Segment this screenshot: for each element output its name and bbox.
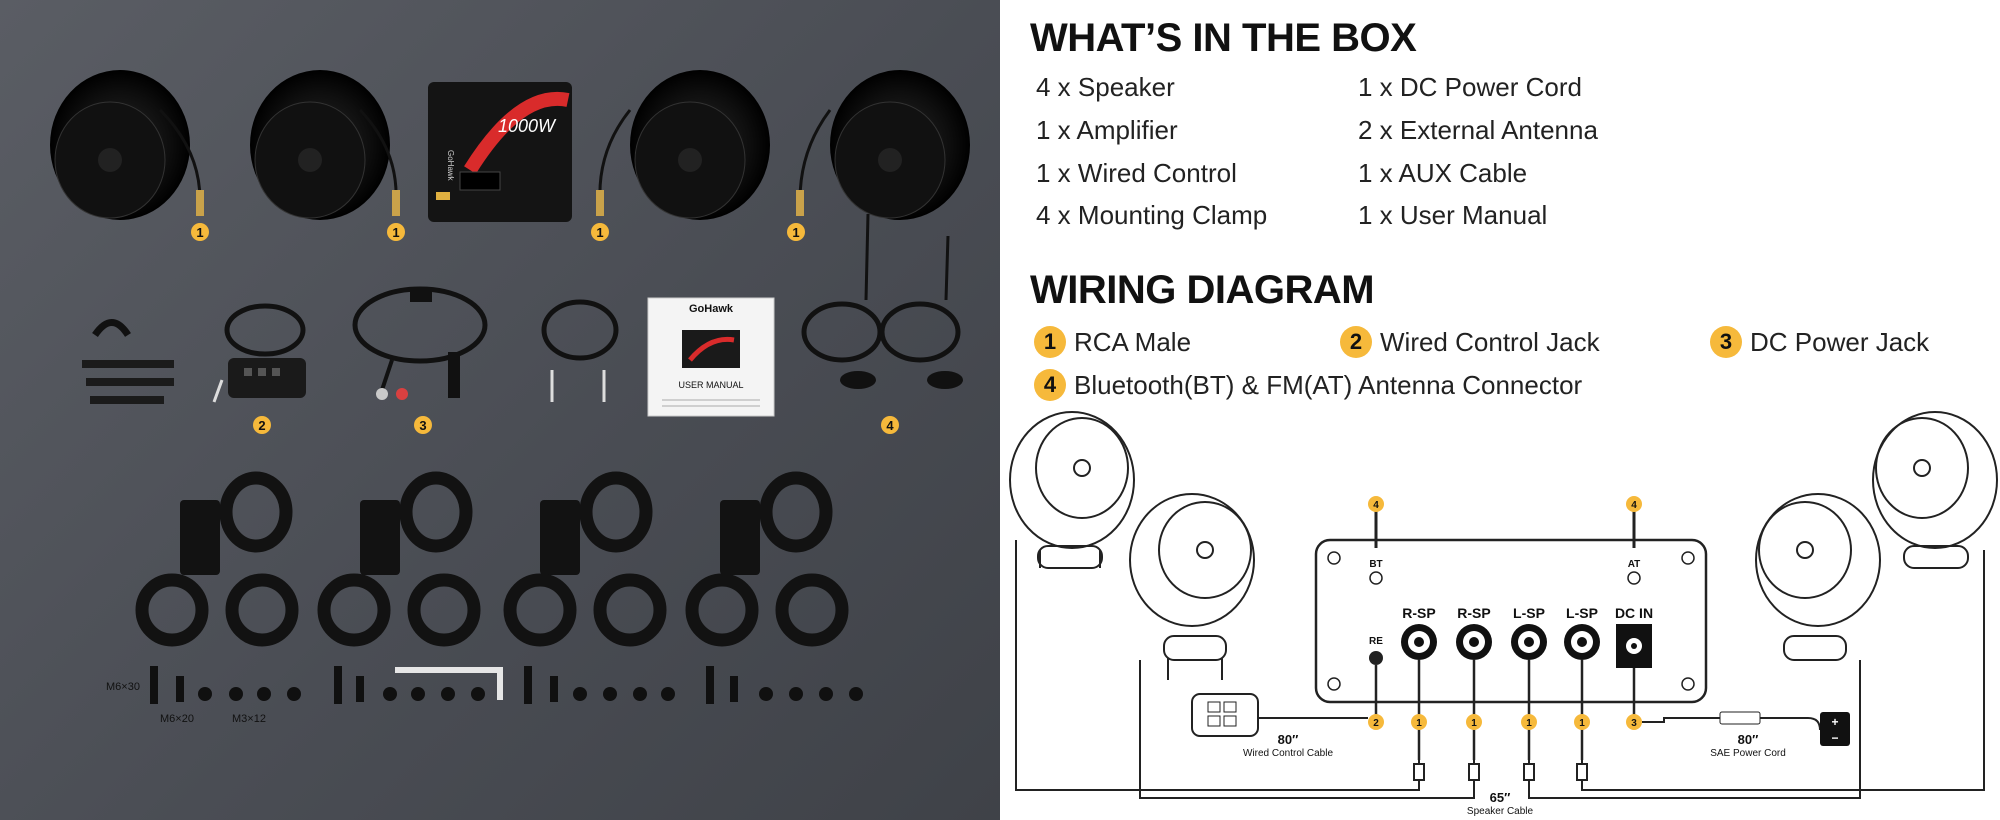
box-item: 1 x AUX Cable bbox=[1358, 158, 1528, 188]
legend-number: 2 bbox=[1340, 326, 1372, 358]
screw-label-m6x20: M6×20 bbox=[160, 713, 194, 725]
port-label: L-SP bbox=[1513, 605, 1545, 621]
diagram-power-cord: + − bbox=[1642, 711, 1850, 746]
diagram-speaker-left-front bbox=[1129, 493, 1255, 680]
box-item: 2 x External Antenna bbox=[1358, 115, 1598, 145]
callout-speaker-4: 1 bbox=[787, 223, 805, 241]
diagram-callout-at: 4 bbox=[1631, 500, 1637, 511]
wiring-diagram: 4 BT 4 AT RE R-SP R-SP L-SP L-SP DC IN bbox=[1009, 411, 1998, 817]
svg-text:1: 1 bbox=[596, 225, 603, 240]
amp-wattage-text: 1000W bbox=[498, 116, 557, 136]
amplifier: 1000W GoHawk bbox=[428, 82, 572, 222]
at-port bbox=[1627, 571, 1641, 585]
box-item: 4 x Mounting Clamp bbox=[1036, 200, 1268, 230]
port-label: R-SP bbox=[1457, 605, 1490, 621]
svg-text:1: 1 bbox=[1471, 718, 1477, 729]
legend-item-wired-control: 2 Wired Control Jack bbox=[1340, 326, 1600, 358]
wiring-title: WIRING DIAGRAM bbox=[1030, 268, 1375, 312]
info-panel: WHAT’S IN THE BOX 4 x Speaker 1 x Amplif… bbox=[1000, 0, 2000, 820]
svg-text:−: − bbox=[1831, 731, 1838, 745]
re-port-label: RE bbox=[1369, 636, 1383, 647]
diagram-speaker-right-back bbox=[1872, 411, 1998, 569]
callout-speaker-2: 1 bbox=[387, 223, 405, 241]
wired-control bbox=[212, 303, 306, 403]
user-manual: GoHawk USER MANUAL bbox=[647, 297, 775, 417]
speaker-cable-name: Speaker Cable bbox=[1467, 806, 1534, 817]
diagram-speaker-right-front bbox=[1755, 493, 1881, 661]
svg-text:3: 3 bbox=[1631, 718, 1637, 729]
speaker-cable-length: 65″ bbox=[1490, 790, 1511, 805]
legend-label: Wired Control Jack bbox=[1380, 326, 1600, 357]
clamp-strap-kit bbox=[82, 319, 174, 404]
svg-text:3: 3 bbox=[419, 418, 426, 433]
speaker-1 bbox=[50, 70, 204, 220]
product-photo-illustration: 1000W GoHawk 1 1 1 1 bbox=[50, 70, 970, 725]
legend-label: DC Power Jack bbox=[1750, 326, 1930, 357]
speaker-2 bbox=[250, 70, 400, 220]
product-photo: 1000W GoHawk 1 1 1 1 bbox=[0, 0, 1000, 820]
legend-item-rca: 1 RCA Male bbox=[1034, 326, 1191, 358]
legend-number: 1 bbox=[1034, 326, 1066, 358]
svg-text:1: 1 bbox=[1579, 718, 1585, 729]
diagram-speaker-left-back bbox=[1009, 411, 1135, 569]
legend-item-dc-power: 3 DC Power Jack bbox=[1710, 326, 1929, 358]
box-contents-title: WHAT’S IN THE BOX bbox=[1030, 16, 1417, 60]
svg-text:1: 1 bbox=[392, 225, 399, 240]
box-item: 4 x Speaker bbox=[1036, 72, 1175, 102]
box-item: 1 x Wired Control bbox=[1036, 158, 1237, 188]
svg-text:1: 1 bbox=[1416, 718, 1422, 729]
svg-text:1: 1 bbox=[792, 225, 799, 240]
svg-text:1: 1 bbox=[1526, 718, 1532, 729]
screws-and-hex-key bbox=[150, 666, 863, 704]
callout-wired-control: 2 bbox=[253, 416, 271, 434]
antennas bbox=[801, 213, 963, 389]
dc-power-cord bbox=[352, 286, 488, 400]
manual-brand-text: GoHawk bbox=[689, 303, 734, 315]
manual-label-text: USER MANUAL bbox=[678, 380, 743, 390]
box-item: 1 x DC Power Cord bbox=[1358, 72, 1582, 102]
svg-text:1: 1 bbox=[196, 225, 203, 240]
svg-text:4: 4 bbox=[886, 418, 894, 433]
bt-port bbox=[1369, 571, 1383, 585]
port-label: R-SP bbox=[1402, 605, 1435, 621]
amp-brand-text: GoHawk bbox=[446, 150, 455, 182]
wired-cable-length: 80″ bbox=[1278, 732, 1299, 747]
speaker-4 bbox=[796, 70, 970, 220]
svg-text:2: 2 bbox=[1373, 718, 1379, 729]
power-cord-length: 80″ bbox=[1738, 732, 1759, 747]
callout-antenna: 4 bbox=[881, 416, 899, 434]
speaker-3 bbox=[596, 70, 770, 220]
legend-item-antenna: 4 Bluetooth(BT) & FM(AT) Antenna Connect… bbox=[1034, 369, 1582, 401]
svg-text:+: + bbox=[1831, 715, 1838, 729]
legend-label: RCA Male bbox=[1074, 326, 1192, 357]
diagram-wired-control bbox=[1191, 693, 1368, 737]
mounting-clamps bbox=[135, 471, 849, 647]
box-item: 1 x User Manual bbox=[1358, 200, 1548, 230]
legend-label: Bluetooth(BT) & FM(AT) Antenna Connector bbox=[1074, 369, 1583, 400]
callout-speaker-3: 1 bbox=[591, 223, 609, 241]
box-item: 1 x Amplifier bbox=[1036, 115, 1178, 145]
re-port bbox=[1369, 651, 1383, 665]
amp-back-panel bbox=[1314, 538, 1708, 704]
callout-speaker-1: 1 bbox=[191, 223, 209, 241]
bt-port-label: BT bbox=[1369, 559, 1382, 570]
at-port-label: AT bbox=[1628, 559, 1641, 570]
speaker-ports: R-SP R-SP L-SP L-SP DC IN bbox=[1401, 605, 1653, 668]
power-cord-name: SAE Power Cord bbox=[1710, 748, 1786, 759]
screw-label-m6x30: M6×30 bbox=[106, 681, 140, 693]
callout-power-cord: 3 bbox=[414, 416, 432, 434]
svg-text:2: 2 bbox=[258, 418, 265, 433]
port-label: L-SP bbox=[1566, 605, 1598, 621]
legend-number: 3 bbox=[1710, 326, 1742, 358]
screw-label-m3x12: M3×12 bbox=[232, 713, 266, 725]
port-callouts: 2 1 1 1 1 3 bbox=[1368, 714, 1642, 730]
legend-number: 4 bbox=[1034, 369, 1066, 401]
wired-cable-name: Wired Control Cable bbox=[1243, 748, 1333, 759]
aux-cable bbox=[541, 299, 619, 402]
speaker-cable-runs bbox=[1015, 540, 1985, 799]
diagram-callout-bt: 4 bbox=[1373, 500, 1379, 511]
port-label: DC IN bbox=[1615, 605, 1653, 621]
